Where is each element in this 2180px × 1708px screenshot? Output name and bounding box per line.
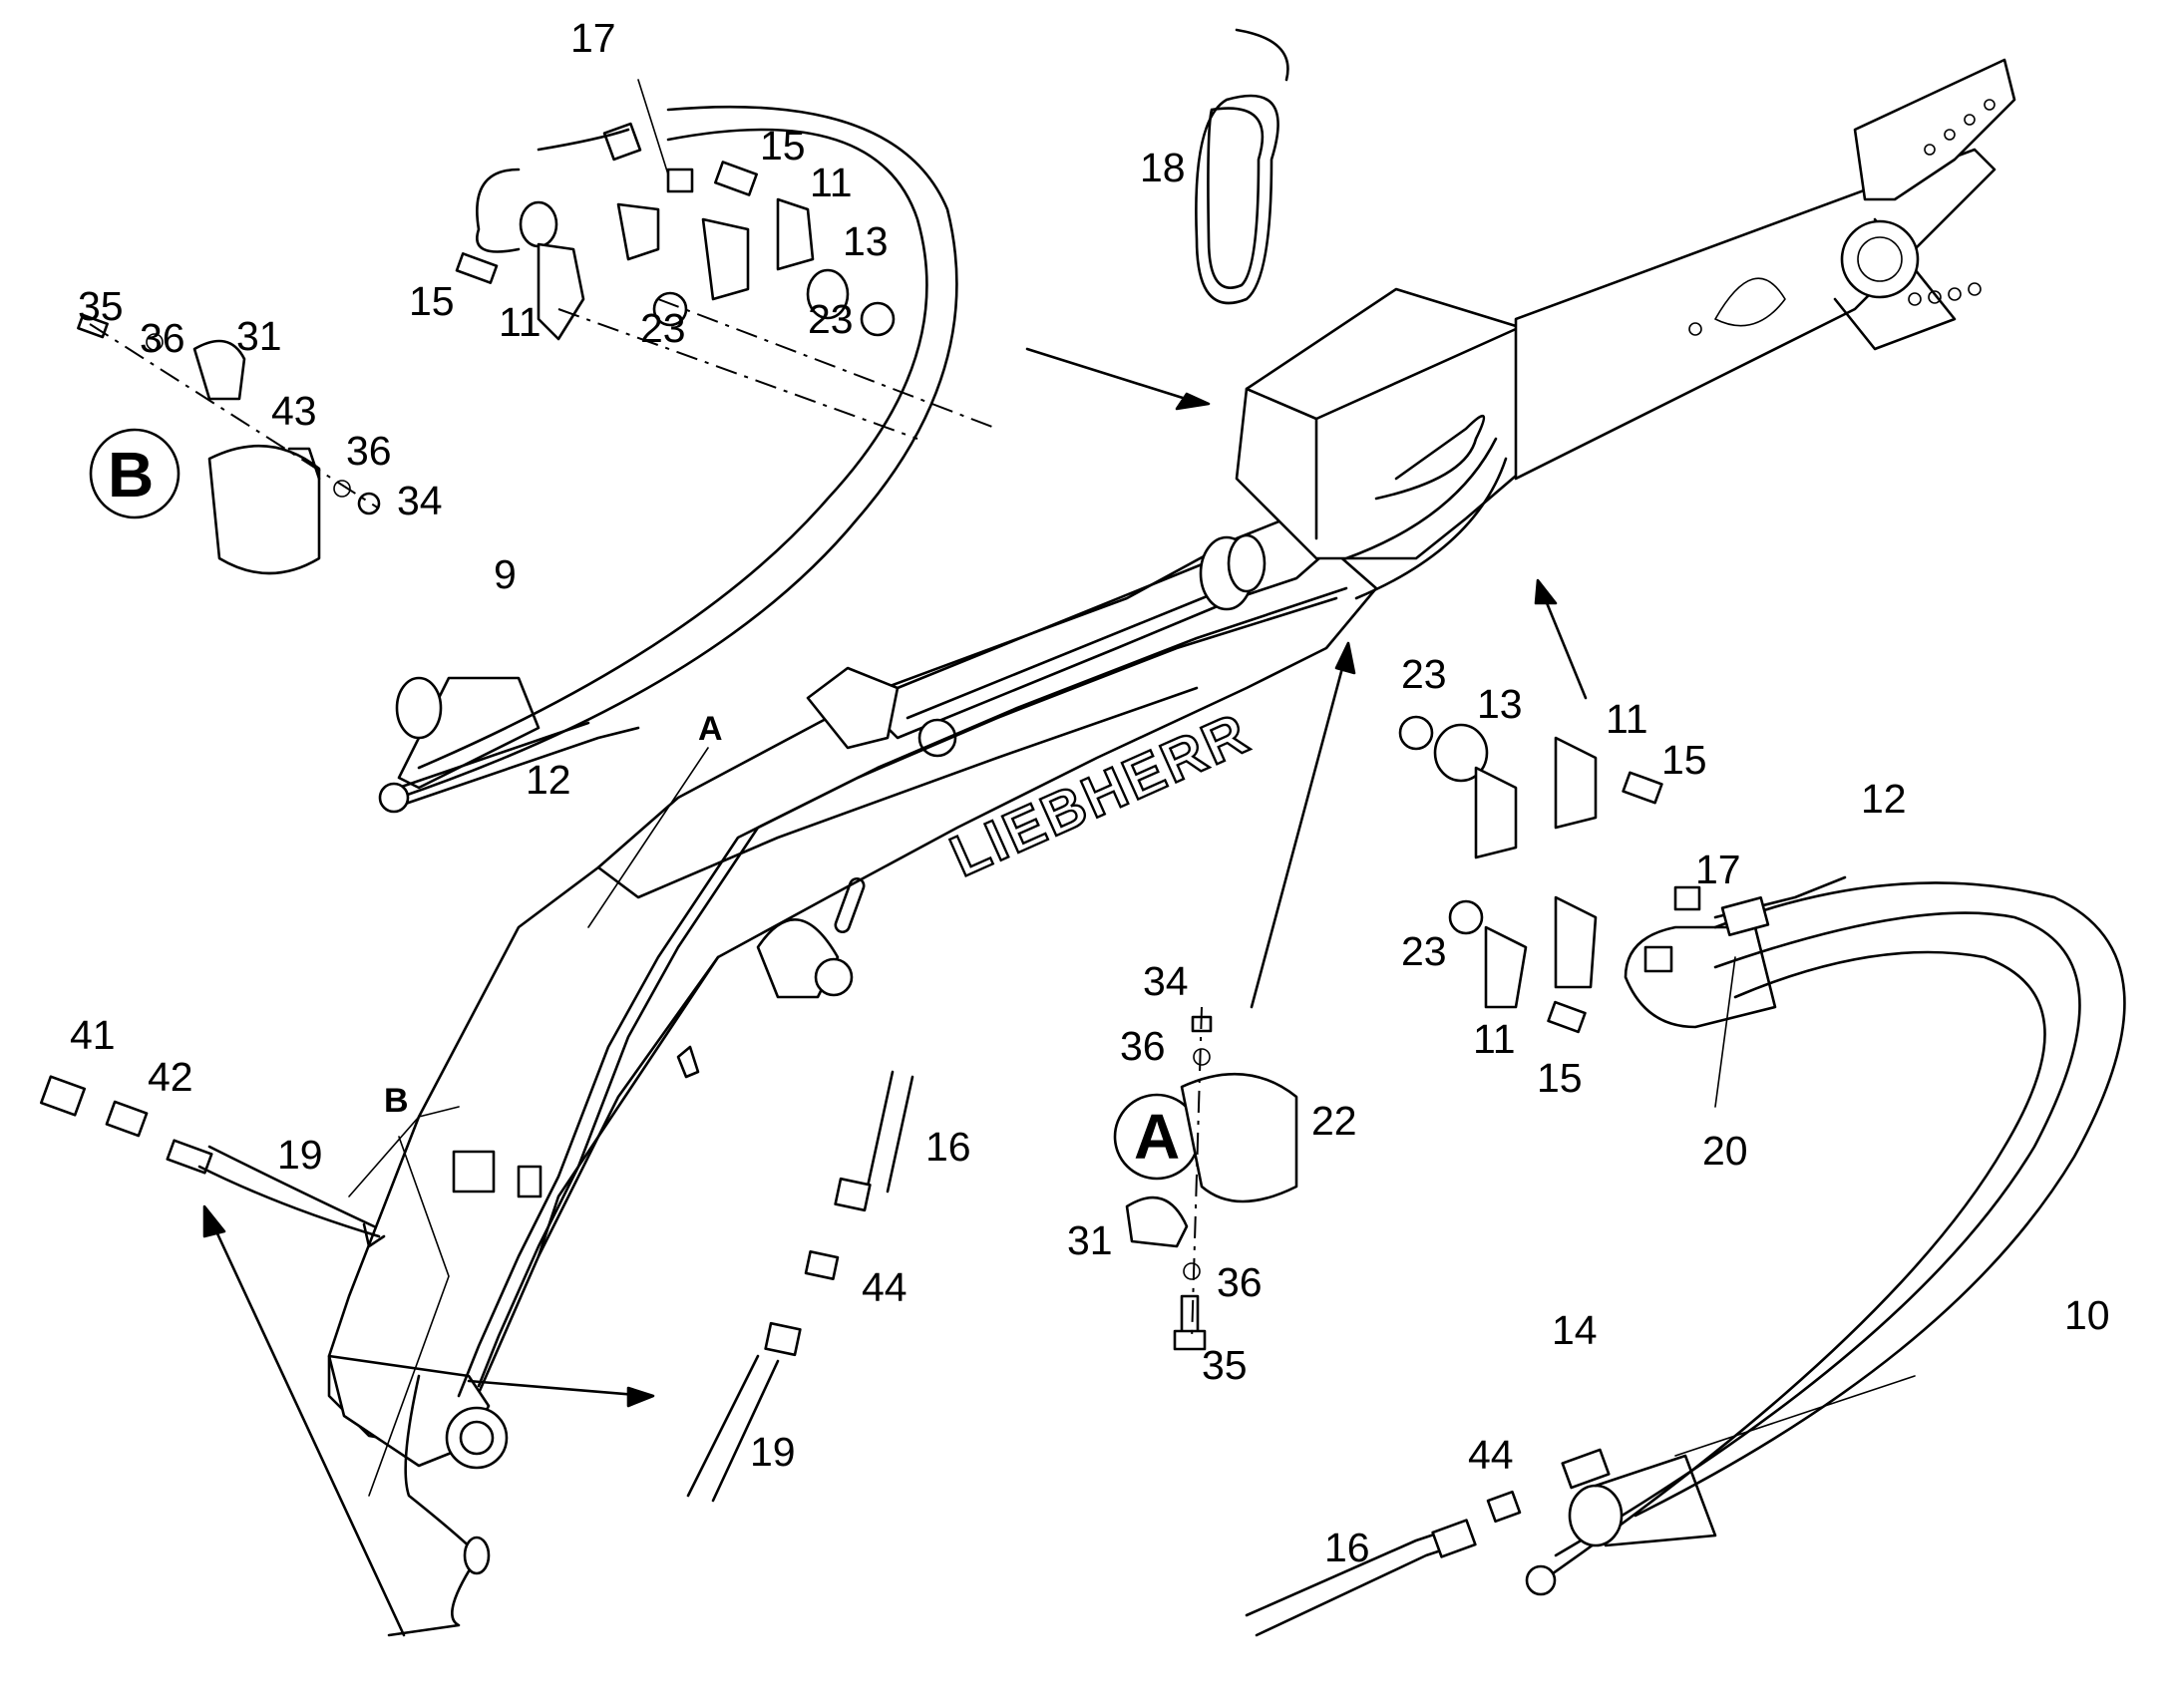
callout-17: 17 — [1695, 847, 1741, 892]
callout-42: 42 — [148, 1054, 193, 1100]
detail-b-assembly: B — [77, 313, 381, 575]
clip-18 — [1195, 28, 1289, 305]
leaders-arrows — [202, 79, 1916, 1637]
callout-43: 43 — [271, 388, 317, 434]
detail-a-circle-label: A — [1134, 1101, 1180, 1173]
callout-44: 44 — [862, 1264, 908, 1310]
callout-19: 19 — [750, 1429, 796, 1475]
callout-14: 14 — [1552, 1307, 1598, 1353]
detail-b-circle-label: B — [108, 439, 154, 511]
callout-16: 16 — [925, 1124, 971, 1170]
callout-36: 36 — [140, 315, 185, 361]
callout-11: 11 — [810, 160, 853, 205]
callout-12: 12 — [1861, 776, 1907, 822]
hose-16-19-assembly — [686, 1070, 914, 1503]
callout-15: 15 — [1537, 1055, 1583, 1101]
detail-a-marker: A — [698, 710, 723, 748]
fittings-cluster-top — [455, 161, 998, 440]
callout-9: 9 — [494, 551, 517, 597]
callout-18: 18 — [1140, 145, 1186, 190]
callout-11: 11 — [1606, 696, 1648, 742]
callout-44: 44 — [1468, 1432, 1514, 1478]
callout-36: 36 — [1217, 1259, 1263, 1305]
callout-36: 36 — [346, 428, 392, 474]
arm-head-assembly — [1235, 58, 2016, 600]
callout-15: 15 — [760, 123, 806, 169]
hose-16-44-assembly — [1245, 1490, 1522, 1637]
callout-23: 23 — [1401, 928, 1447, 974]
callout-31: 31 — [236, 313, 282, 359]
callout-11: 11 — [499, 299, 542, 345]
callout-35: 35 — [1202, 1342, 1248, 1388]
fittings-cluster-right — [1398, 715, 1701, 1034]
callout-11: 11 — [1473, 1016, 1516, 1062]
callout-23: 23 — [808, 296, 854, 342]
callout-22: 22 — [1311, 1098, 1357, 1144]
callout-15: 15 — [409, 278, 455, 324]
excavator-boom: LIEBHERR — [327, 516, 1378, 1470]
callout-10: 10 — [2064, 1292, 2110, 1338]
callout-34: 34 — [1143, 958, 1189, 1004]
callout-13: 13 — [843, 218, 889, 264]
callout-23: 23 — [640, 305, 686, 351]
hose-10-12-assembly — [1525, 875, 2126, 1596]
callout-19: 19 — [277, 1132, 323, 1178]
callout-34: 34 — [397, 478, 443, 523]
callout-23: 23 — [1401, 651, 1447, 697]
callout-35: 35 — [78, 283, 124, 329]
callout-15: 15 — [1661, 737, 1707, 783]
callout-36: 36 — [1120, 1023, 1166, 1069]
callout-17: 17 — [570, 15, 616, 61]
callout-12: 12 — [526, 757, 571, 803]
harness-detail — [387, 1374, 491, 1637]
callout-16: 16 — [1324, 1525, 1370, 1570]
callout-13: 13 — [1477, 681, 1523, 727]
callout-numbers: 17 15 11 13 15 11 23 23 18 35 36 31 43 3… — [70, 15, 2110, 1570]
fitting-41-42-assembly — [39, 1075, 386, 1248]
callout-31: 31 — [1067, 1217, 1113, 1263]
callout-41: 41 — [70, 1012, 116, 1058]
callout-20: 20 — [1702, 1128, 1748, 1174]
detail-b-marker: B — [384, 1082, 409, 1120]
detail-a-assembly: A — [1113, 1006, 1298, 1351]
